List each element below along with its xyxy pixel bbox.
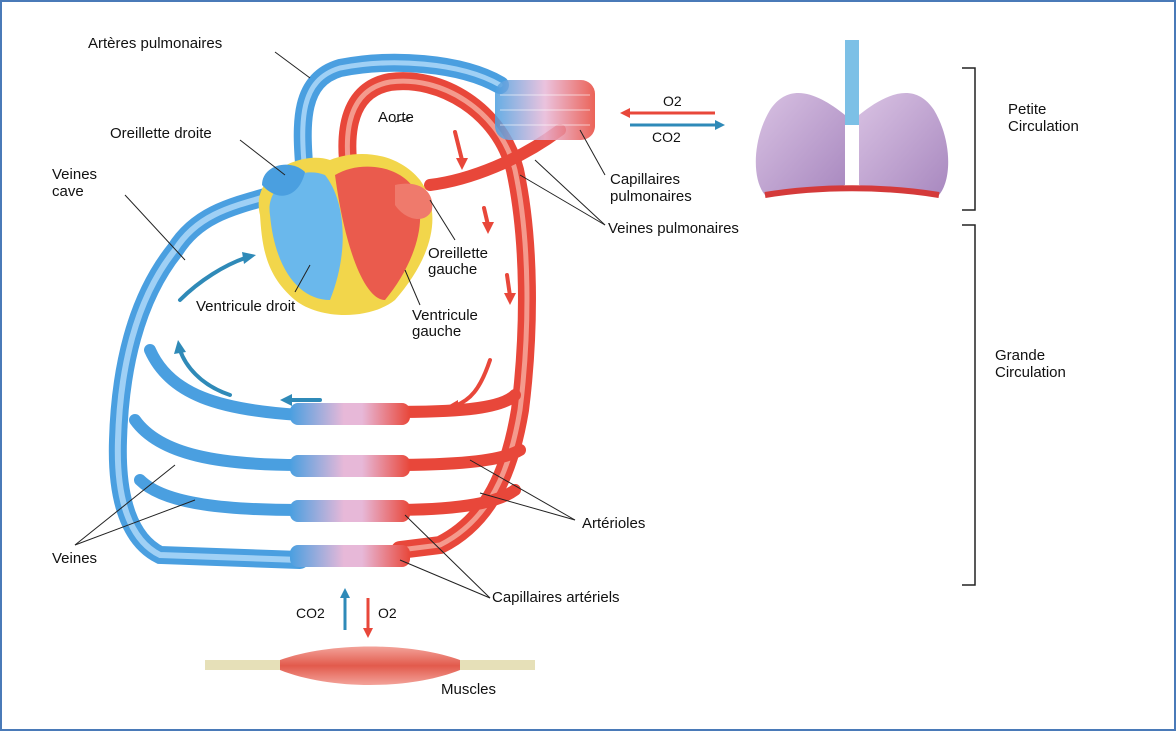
bracket-petite <box>962 68 975 210</box>
label-arterioles: Artérioles <box>582 515 645 532</box>
o2-label-lungs: O2 <box>663 93 682 109</box>
label-ventricule-droit: Ventricule droit <box>196 298 296 315</box>
label-aorte: Aorte <box>378 109 414 126</box>
circulation-brackets <box>962 68 975 585</box>
label-ventricule-gauche-line1: Ventricule <box>412 307 478 324</box>
label-capillaires-arteriels: Capillaires artériels <box>492 589 620 606</box>
label-veines-cave-line1: Veines <box>52 166 97 183</box>
label-oreillette-droite: Oreillette droite <box>110 125 212 142</box>
muscle-gas-exchange: CO2 O2 <box>296 588 397 638</box>
label-veines-cave-line2: cave <box>52 183 84 200</box>
arrow-blue-3 <box>180 258 245 300</box>
arrow-red-1 <box>455 132 462 160</box>
bracket-grande <box>962 225 975 585</box>
o2-label-muscles: O2 <box>378 605 397 621</box>
arrow-red-4 <box>455 360 490 406</box>
label-ventricule-gauche-line2: gauche <box>412 323 461 340</box>
muscle <box>205 647 535 686</box>
co2-label-muscles: CO2 <box>296 605 325 621</box>
arrow-red-3 <box>507 275 510 296</box>
label-petite-circulation-line1: Petite <box>1008 101 1046 118</box>
label-veines: Veines <box>52 550 97 567</box>
label-grande-circulation-line2: Circulation <box>995 364 1066 381</box>
trachea <box>845 40 859 125</box>
label-capillaires-pulmonaires-line1: Capillaires <box>610 171 680 188</box>
body-capillary-beds <box>290 403 410 567</box>
label-arteres-pulmonaires: Artères pulmonaires <box>88 35 222 52</box>
lungs <box>756 40 948 195</box>
label-veines-pulmonaires: Veines pulmonaires <box>608 220 739 237</box>
label-capillaires-pulmonaires-line2: pulmonaires <box>610 188 692 205</box>
co2-label-lungs: CO2 <box>652 129 681 145</box>
label-muscles: Muscles <box>441 681 496 698</box>
label-petite-circulation-line2: Circulation <box>1008 118 1079 135</box>
label-oreillette-gauche-line2: gauche <box>428 261 477 278</box>
label-oreillette-gauche-line1: Oreillette <box>428 245 488 262</box>
heart <box>259 154 433 315</box>
label-grande-circulation-line1: Grande <box>995 347 1045 364</box>
lung-gas-exchange: O2 CO2 <box>620 93 725 145</box>
